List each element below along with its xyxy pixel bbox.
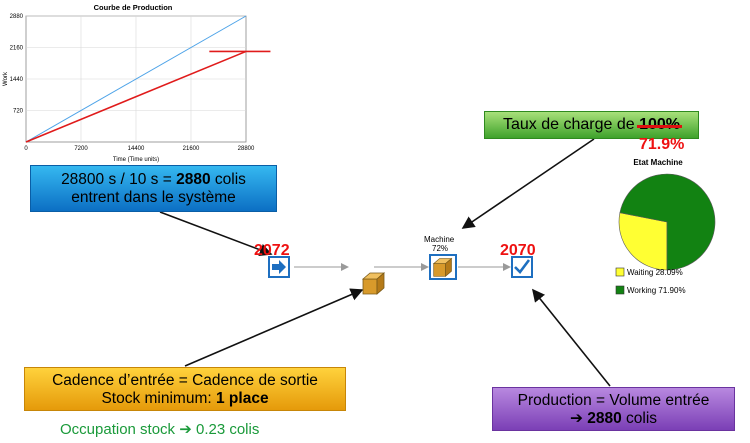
production-count: 2880 bbox=[587, 410, 622, 428]
occupation-label: Occupation stock bbox=[60, 421, 180, 438]
y-tick-label: 720 bbox=[13, 109, 24, 115]
cadence-stock-value: 1 place bbox=[216, 390, 269, 408]
chart-series bbox=[25, 15, 271, 143]
legend-swatch bbox=[615, 267, 625, 277]
arrow-load-to-machine bbox=[461, 138, 595, 229]
arrow-right-icon: ➔ bbox=[569, 410, 588, 428]
arrow-right-icon bbox=[272, 260, 286, 274]
chart-x-label: Time (Time units) bbox=[113, 157, 159, 163]
pie-slice bbox=[618, 212, 668, 271]
machine-icon[interactable] bbox=[429, 254, 457, 280]
occupation-stock-text: Occupation stock ➔ 0.23 colis bbox=[60, 420, 259, 438]
y-tick-label: 1440 bbox=[10, 77, 24, 83]
sink-exit-icon[interactable] bbox=[511, 256, 533, 278]
load-rate-struck-value: 100% bbox=[639, 116, 680, 133]
x-tick-label: 21600 bbox=[183, 146, 200, 152]
arrow-right-icon: ➔ bbox=[179, 421, 192, 438]
legend-swatch bbox=[615, 285, 625, 295]
x-tick-label: 28800 bbox=[238, 146, 255, 152]
arrivals-callout: 28800 s / 10 s = 2880 colis entrent dans… bbox=[30, 165, 277, 212]
chart-plot-area bbox=[25, 15, 271, 143]
production-unit: colis bbox=[621, 410, 658, 428]
cadence-line2: Stock minimum: 1 place bbox=[25, 390, 345, 408]
machine-box-icon bbox=[432, 257, 453, 278]
x-tick-label: 0 bbox=[24, 146, 28, 152]
production-chart: Courbe de Production 0 7200 14400 21600 2880… bbox=[3, 3, 271, 163]
x-tick-label: 7200 bbox=[74, 146, 88, 152]
arrivals-line2: entrent dans le système bbox=[71, 189, 236, 207]
pie-slice bbox=[619, 173, 716, 271]
x-tick-label: 14400 bbox=[128, 146, 145, 152]
load-rate-callout: Taux de charge de 100% bbox=[484, 111, 699, 139]
load-rate-text: Taux de charge de bbox=[502, 116, 640, 133]
cadence-stock-text: Stock minimum: bbox=[101, 390, 216, 408]
production-line1: Production = Volume entrée bbox=[517, 392, 710, 409]
load-rate-value: 71.9% bbox=[639, 136, 685, 153]
checkmark-icon bbox=[514, 259, 531, 274]
legend-label: Working 71.90% bbox=[627, 286, 686, 295]
source-entry-icon[interactable] bbox=[268, 256, 290, 278]
arrow-production-to-sink bbox=[531, 288, 611, 387]
cadence-callout: Cadence d’entrée = Cadence de sortie Sto… bbox=[24, 367, 346, 411]
arrow-cadence-to-queue bbox=[184, 288, 364, 367]
arrivals-line1: 28800 s / 10 s = 2880 colis bbox=[31, 171, 276, 189]
pie-slices bbox=[618, 173, 716, 271]
y-tick-label: 2880 bbox=[10, 14, 24, 20]
arrivals-unit: colis bbox=[210, 171, 246, 188]
machine-state-chart: Etat Machine Waiting 28.09% Working 71.90… bbox=[615, 158, 716, 295]
production-callout: Production = Volume entrée ➔ 2880 colis bbox=[492, 387, 735, 431]
chart-x-ticks: 0 7200 14400 21600 28800 bbox=[24, 146, 255, 152]
occupation-value: 0.23 colis bbox=[191, 421, 260, 438]
series-line-0 bbox=[25, 15, 247, 143]
chart-y-label: Work bbox=[3, 71, 9, 86]
source-count: 2072 bbox=[254, 242, 290, 259]
chart-y-ticks: 720 1440 2160 2880 bbox=[10, 14, 24, 115]
y-tick-label: 2160 bbox=[10, 46, 24, 52]
machine-percentage: 72% bbox=[432, 244, 449, 253]
arrivals-text: 28800 s / 10 s = bbox=[61, 171, 177, 188]
cadence-line1: Cadence d’entrée = Cadence de sortie bbox=[52, 372, 318, 389]
pie-title: Etat Machine bbox=[633, 158, 683, 167]
production-line2: ➔ 2880 colis bbox=[493, 410, 734, 428]
legend-label: Waiting 28.09% bbox=[627, 268, 683, 277]
machine-label: Machine bbox=[424, 235, 455, 244]
sink-count: 2070 bbox=[500, 242, 536, 259]
queue-box-icon[interactable] bbox=[361, 270, 387, 301]
arrow-arrivals-to-source bbox=[159, 211, 273, 257]
pie-legend: Waiting 28.09% Working 71.90% bbox=[615, 267, 686, 295]
chart-title: Courbe de Production bbox=[94, 3, 173, 12]
arrivals-count: 2880 bbox=[176, 171, 211, 188]
series-line-1 bbox=[25, 50, 247, 143]
